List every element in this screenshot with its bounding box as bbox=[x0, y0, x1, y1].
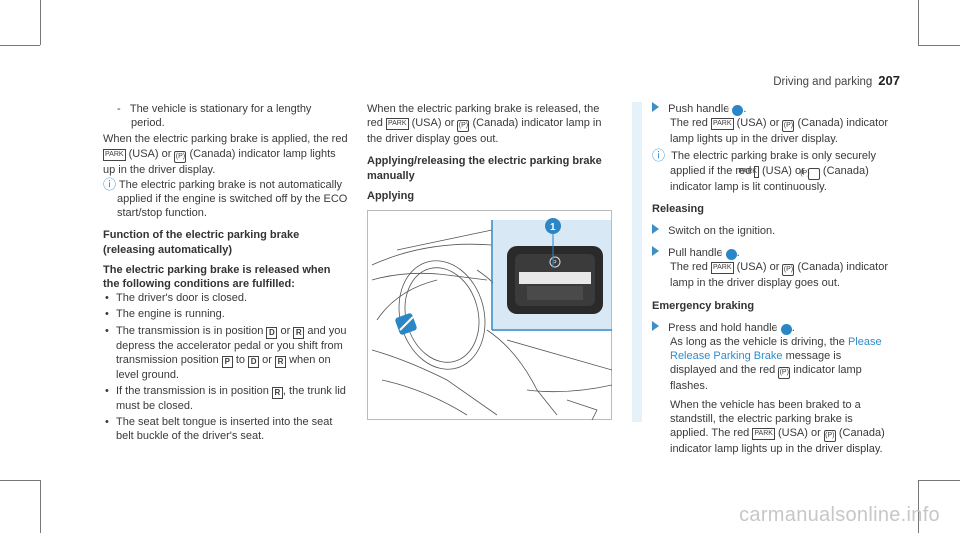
crop-mark bbox=[40, 0, 41, 45]
column-left: - The vehicle is stationary for a length… bbox=[103, 102, 348, 444]
crop-mark bbox=[918, 480, 960, 481]
column-right: Push handle 1. The red PARK (USA) or (P)… bbox=[632, 102, 890, 456]
standstill-description: When the vehicle has been braked to a st… bbox=[670, 398, 885, 456]
handle-callout-icon: 1 bbox=[720, 249, 737, 261]
parking-brake-illustration: P 1 bbox=[367, 210, 612, 420]
heading-manual: Applying/releasing the electric parking … bbox=[367, 155, 602, 182]
crop-mark bbox=[40, 480, 41, 533]
step-arrow-icon bbox=[652, 224, 659, 235]
crop-mark bbox=[0, 45, 40, 46]
display-message-link: Please Release Parking Brake bbox=[670, 336, 882, 363]
paragraph-applied: When the electric parking brake is appli… bbox=[103, 133, 348, 176]
crop-mark bbox=[918, 45, 960, 46]
info-icon: ⓘ bbox=[103, 176, 117, 192]
gear-d-icon: D bbox=[248, 355, 260, 368]
step-arrow-icon bbox=[652, 102, 659, 112]
step-pull: Pull handle 1. bbox=[652, 246, 890, 261]
pull-description: The red PARK (USA) or (P) (Canada) indic… bbox=[670, 261, 888, 290]
p-indicator-icon: (P) bbox=[782, 120, 795, 133]
conditions-list: The driver's door is closed. The engine … bbox=[103, 291, 348, 443]
step-push: Push handle 1. bbox=[652, 102, 890, 116]
svg-text:P: P bbox=[552, 260, 557, 267]
push-description: The red PARK (USA) or (P) (Canada) indic… bbox=[670, 117, 888, 146]
gear-r-icon: R bbox=[275, 355, 286, 368]
park-indicator-icon: PARK bbox=[385, 118, 409, 131]
gear-r-icon: R bbox=[293, 326, 305, 339]
info-icon: ⓘ bbox=[652, 148, 666, 164]
crop-mark bbox=[918, 480, 919, 533]
park-indicator-icon: PARK bbox=[738, 165, 759, 178]
handle-callout-icon: 1 bbox=[727, 105, 744, 116]
column-middle: When the electric parking brake is relea… bbox=[367, 102, 612, 203]
list-item: The transmission is in position D or R a… bbox=[105, 324, 348, 382]
p-indicator-icon: (P) bbox=[782, 264, 795, 277]
heading-function: Function of the electric parking brake (… bbox=[103, 229, 300, 256]
gear-p-icon: P bbox=[221, 355, 233, 368]
callout-number: 1 bbox=[550, 222, 556, 233]
step-switch: Switch on the ignition. bbox=[652, 224, 890, 238]
section-title: Driving and parking bbox=[773, 76, 873, 88]
gear-r-icon: R bbox=[271, 387, 283, 400]
page-number: 207 bbox=[878, 73, 900, 88]
handle-callout-icon: 1 bbox=[775, 323, 792, 335]
step-bar bbox=[632, 102, 642, 422]
p-indicator-icon: (P) bbox=[823, 430, 836, 443]
note: ⓘ The electric parking brake is only sec… bbox=[652, 148, 876, 193]
list-item: The engine is running. bbox=[105, 307, 348, 321]
p-indicator-icon: (P) bbox=[778, 367, 791, 380]
note: ⓘ The electric parking brake is not auto… bbox=[103, 176, 348, 220]
crop-mark bbox=[0, 480, 40, 481]
park-indicator-icon: PARK bbox=[710, 262, 734, 275]
press-description: As long as the vehicle is driving, the P… bbox=[670, 336, 882, 393]
p-indicator-icon: (P) bbox=[174, 150, 187, 163]
step-arrow-icon bbox=[652, 246, 659, 257]
heading-applying: Applying bbox=[367, 189, 415, 202]
step-arrow-icon bbox=[652, 320, 659, 331]
heading-conditions: The electric parking brake is released w… bbox=[103, 263, 331, 291]
heading-releasing: Releasing bbox=[652, 202, 704, 215]
step-press: Press and hold handle 1. bbox=[652, 320, 890, 335]
heading-emergency: Emergency braking bbox=[652, 299, 755, 312]
list-item: The driver's door is closed. bbox=[105, 291, 348, 305]
gear-d-icon: D bbox=[266, 326, 278, 339]
list-item: If the transmission is in position R, th… bbox=[105, 384, 348, 413]
dash-item: - The vehicle is stationary for a length… bbox=[117, 103, 312, 130]
page-header: Driving and parking 207 bbox=[773, 73, 900, 88]
park-indicator-icon: PARK bbox=[752, 428, 775, 441]
p-indicator-icon: (P) bbox=[457, 120, 470, 133]
list-item: The seat belt tongue is inserted into th… bbox=[105, 415, 348, 443]
paragraph-released: When the electric parking brake is relea… bbox=[367, 103, 602, 146]
park-indicator-icon: PARK bbox=[103, 148, 126, 161]
crop-mark bbox=[918, 0, 919, 45]
p-indicator-icon: (P) bbox=[800, 167, 820, 180]
park-indicator-icon: PARK bbox=[710, 118, 734, 131]
watermark: carmanualsonline.info bbox=[739, 504, 940, 526]
